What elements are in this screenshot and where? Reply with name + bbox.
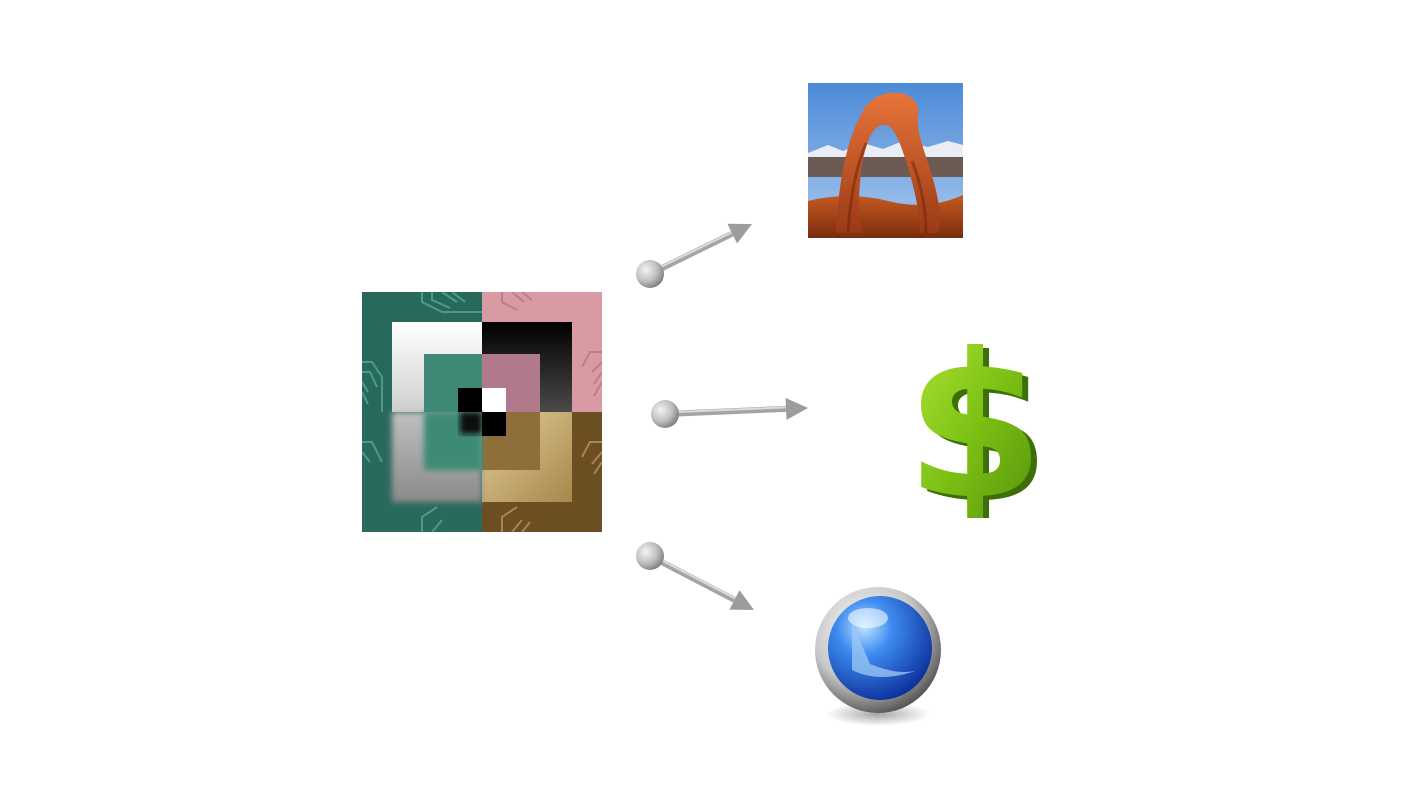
arrow-shaft-highlight bbox=[648, 231, 733, 274]
arrow-to-desert-arch-photo-icon bbox=[636, 223, 752, 288]
arrow-tail-ball bbox=[636, 260, 664, 288]
arrowhead bbox=[785, 397, 808, 420]
circuit-quad-color-icon bbox=[362, 292, 602, 532]
arrow-shaft bbox=[648, 230, 734, 277]
arrow-shaft-highlight bbox=[664, 406, 786, 414]
desert-arch-photo-icon bbox=[808, 83, 963, 238]
arrow-tail-ball bbox=[636, 542, 664, 570]
svg-text:$: $ bbox=[911, 318, 1050, 518]
arrowhead bbox=[729, 590, 754, 610]
arrow-to-blue-glass-sphere-icon bbox=[636, 542, 754, 610]
arrow-to-green-dollar-sign-icon bbox=[651, 397, 808, 428]
arrow-tail-ball bbox=[651, 400, 679, 428]
arrowhead bbox=[727, 223, 752, 244]
arrow-shaft-highlight bbox=[650, 553, 736, 600]
blue-glass-sphere-icon bbox=[815, 587, 941, 726]
svg-text:$: $ bbox=[905, 318, 1044, 518]
green-dollar-sign-icon: $ $ bbox=[905, 318, 1050, 518]
arrow-shaft bbox=[648, 553, 736, 603]
arrow-shaft bbox=[664, 405, 787, 417]
